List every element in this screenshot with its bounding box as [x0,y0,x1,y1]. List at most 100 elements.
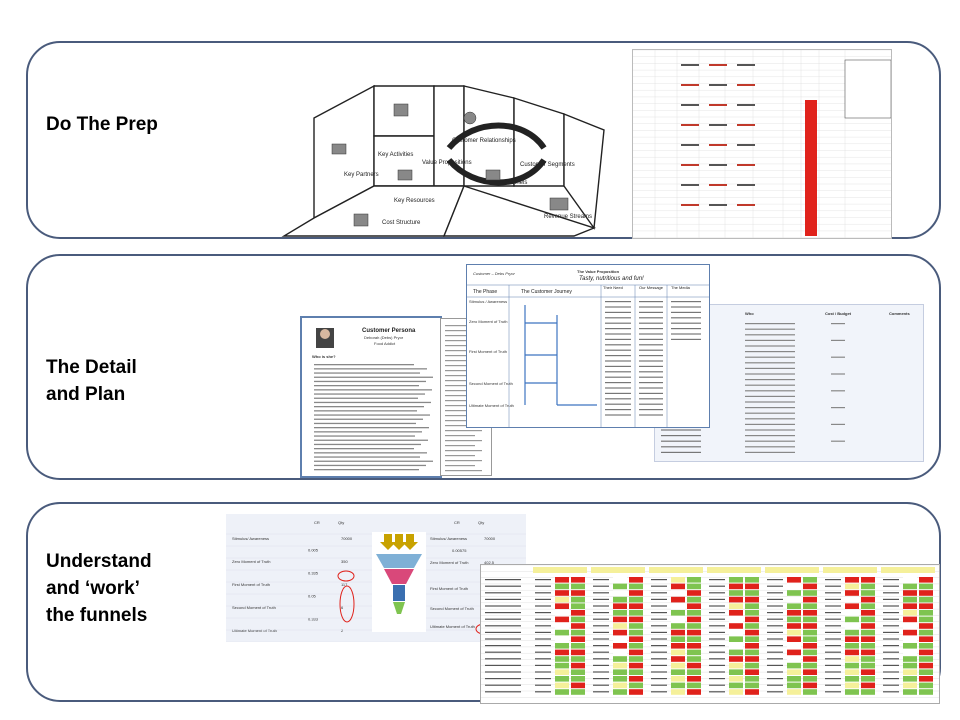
cell-text [651,664,667,666]
cell-text [651,671,667,673]
cell-text [883,664,899,666]
funnel-row-cr: 0.333 [308,617,319,622]
heat-cell [803,682,817,689]
heat-cell [787,583,801,590]
text-line [445,400,482,402]
cell-text [825,664,841,666]
heat-cell [629,590,643,596]
cell-text [651,658,667,660]
heat-cell [671,577,685,583]
heat-cell [629,596,643,603]
heat-cell [919,656,933,662]
heat-cell [629,682,643,689]
heat-cell [555,669,569,675]
cell-text [535,631,551,633]
cell-text [535,605,551,607]
cell-text [767,631,783,633]
funnel-row-cr: 0.005 [308,548,319,553]
heat-cell [613,577,627,583]
cell-text [831,373,845,375]
heat-cell [687,577,701,583]
text-line [445,425,475,427]
heat-cell [745,676,759,682]
cell-text [709,658,725,660]
cell-text [639,338,663,340]
text-line [445,415,475,417]
heat-cell [613,676,627,682]
cell-text [535,651,551,653]
heat-cell [687,636,701,642]
heat-cell [629,577,643,583]
funnel-icon [372,532,426,632]
heat-cell [613,603,627,609]
heat-cell [803,656,817,662]
heat-cell [671,662,685,669]
cell-text [681,124,699,126]
heat-cell [919,583,933,590]
funnel-row-label: First Moment of Truth [232,582,270,587]
cell-text [593,598,609,600]
cell-text [639,328,663,330]
cell-text [883,658,899,660]
text-line [314,397,418,399]
heat-cell [687,682,701,689]
heat-cell [903,656,917,662]
cell-text [831,423,845,425]
cell-text [661,446,701,448]
heat-cell [555,662,569,669]
cell-text [639,311,663,313]
heat-cell [729,590,743,596]
cell-text [883,691,899,693]
heat-cell [787,590,801,596]
cell-text [535,598,551,600]
cell-text [593,579,609,581]
cell-text [593,684,609,686]
cell-text [883,598,899,600]
text-line [314,439,428,441]
heat-cell [803,610,817,616]
cell-text [745,384,795,386]
cell-text [651,598,667,600]
cell-text [639,371,663,373]
cell-text [825,691,841,693]
funnel-heatmap-spreadsheet [480,564,940,704]
cell-text [681,184,699,186]
cell-text [745,367,795,369]
text-line [445,450,482,452]
vp-sub: Tasty, nutritious and fun! [579,276,644,282]
heat-cell [803,623,817,629]
text-line [314,364,414,366]
cell-text [745,373,795,375]
heat-cell [919,662,933,669]
journey-phase: Zero Moment of Truth [469,319,507,324]
funnel2-row-label: Ultimate Moment of Truth [430,624,475,629]
heat-cell [629,636,643,642]
heat-cell [671,596,685,603]
heat-cell [687,610,701,616]
cell-text [709,651,725,653]
cell-text [709,585,725,587]
cell-text [883,579,899,581]
heat-cell [571,610,585,616]
text-line [445,405,475,407]
heat-cell [613,662,627,669]
cell-text [745,446,795,448]
heat-cell [845,662,859,669]
cell-text [883,618,899,620]
journey-phase: Second Moment of Truth [469,381,513,386]
cell-text [651,612,667,614]
heat-cell [687,662,701,669]
cell-text [651,651,667,653]
heat-cell [787,616,801,623]
heat-cell [729,616,743,623]
cell-text [745,395,795,397]
text-line [445,435,475,437]
heat-cell [729,636,743,642]
text-line [314,431,422,433]
cell-text [593,658,609,660]
text-line [445,340,482,342]
heat-cell [745,689,759,695]
heat-cell [861,669,875,675]
cell-text [745,339,795,341]
journey-col: The Customer Journey [521,289,572,295]
